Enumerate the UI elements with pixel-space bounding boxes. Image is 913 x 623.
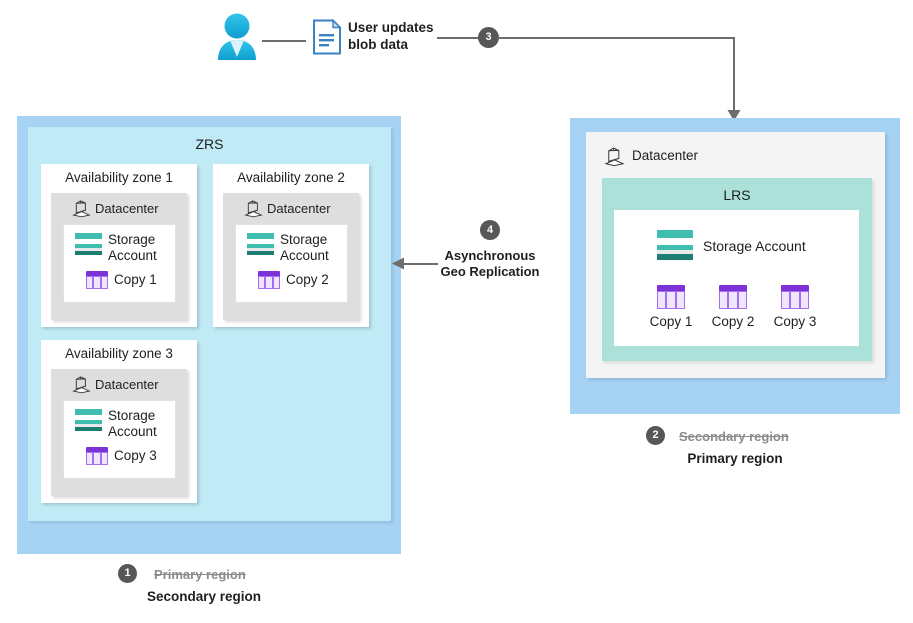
replication-label: Asynchronous Geo Replication	[410, 248, 570, 281]
right-copy-2-label: Copy 2	[711, 314, 755, 329]
right-region-old-caption: Secondary region	[679, 429, 789, 444]
storage-line-1: Storage	[108, 232, 156, 247]
right-copy-1-label: Copy 1	[649, 314, 693, 329]
right-datacenter-label: Datacenter	[632, 148, 699, 163]
storage-line-2: Account	[108, 247, 157, 263]
zone-3-copy-label: Copy 3	[114, 448, 157, 463]
copy-blob-icon	[258, 271, 280, 289]
storage-account-icon	[657, 230, 693, 260]
zone-2-datacenter-label: Datacenter	[267, 201, 331, 216]
right-region-new-caption: Primary region	[687, 451, 783, 466]
user-action-label: User updates blob data	[348, 20, 434, 54]
replication-line-2: Geo Replication	[440, 264, 540, 280]
left-region-new-caption: Secondary region	[146, 589, 262, 604]
zone-3-datacenter-label: Datacenter	[95, 377, 159, 392]
storage-account-icon	[75, 233, 102, 255]
lrs-title: LRS	[723, 187, 751, 203]
availability-zone-1-label: Availability zone 1	[65, 170, 173, 185]
arrowhead-left-into-left-region	[392, 257, 405, 270]
storage-line-2: Account	[280, 247, 329, 263]
arrowhead-down-into-right-region	[727, 108, 741, 121]
copy-blob-icon	[657, 285, 685, 309]
document-file-icon	[312, 18, 342, 55]
lrs-inner-white-panel	[614, 210, 859, 346]
zone-1-datacenter-label: Datacenter	[95, 201, 159, 216]
zone-2-storage-account-label: Storage Account	[280, 232, 329, 264]
replication-line-1: Asynchronous	[444, 248, 536, 263]
user-person-icon	[214, 12, 260, 62]
datacenter-icon	[72, 375, 91, 394]
connector-corner-down	[733, 37, 735, 112]
copy-blob-icon	[719, 285, 747, 309]
storage-line-1: Storage	[108, 408, 156, 423]
zone-2-copy-label: Copy 2	[286, 272, 329, 287]
step-badge-3: 3	[478, 27, 499, 48]
connector-step3-to-corner	[497, 37, 735, 39]
storage-account-icon	[247, 233, 274, 255]
zone-3-storage-account-label: Storage Account	[108, 408, 157, 440]
storage-line-1: Storage	[280, 232, 328, 247]
right-copy-3-label: Copy 3	[773, 314, 817, 329]
user-action-line-1: User updates	[348, 20, 434, 35]
step-badge-1: 1	[118, 564, 137, 583]
left-region-old-caption: Primary region	[154, 567, 246, 582]
storage-line-2: Account	[108, 423, 157, 439]
zrs-title: ZRS	[195, 136, 224, 152]
storage-account-icon	[75, 409, 102, 431]
copy-blob-icon	[781, 285, 809, 309]
right-storage-account-label: Storage Account	[703, 238, 806, 254]
step-badge-2: 2	[646, 426, 665, 445]
zone-1-storage-account-label: Storage Account	[108, 232, 157, 264]
datacenter-icon	[244, 199, 263, 218]
connector-label-to-step3	[437, 37, 482, 39]
availability-zone-3-label: Availability zone 3	[65, 346, 173, 361]
user-action-line-2: blob data	[348, 36, 408, 52]
copy-blob-icon	[86, 447, 108, 465]
datacenter-icon	[72, 199, 91, 218]
connector-user-to-document	[262, 40, 306, 42]
step-badge-4: 4	[480, 220, 500, 240]
copy-blob-icon	[86, 271, 108, 289]
datacenter-icon	[604, 146, 625, 167]
connector-replication-left	[402, 263, 438, 265]
availability-zone-2-label: Availability zone 2	[237, 170, 345, 185]
zone-1-copy-label: Copy 1	[114, 272, 157, 287]
